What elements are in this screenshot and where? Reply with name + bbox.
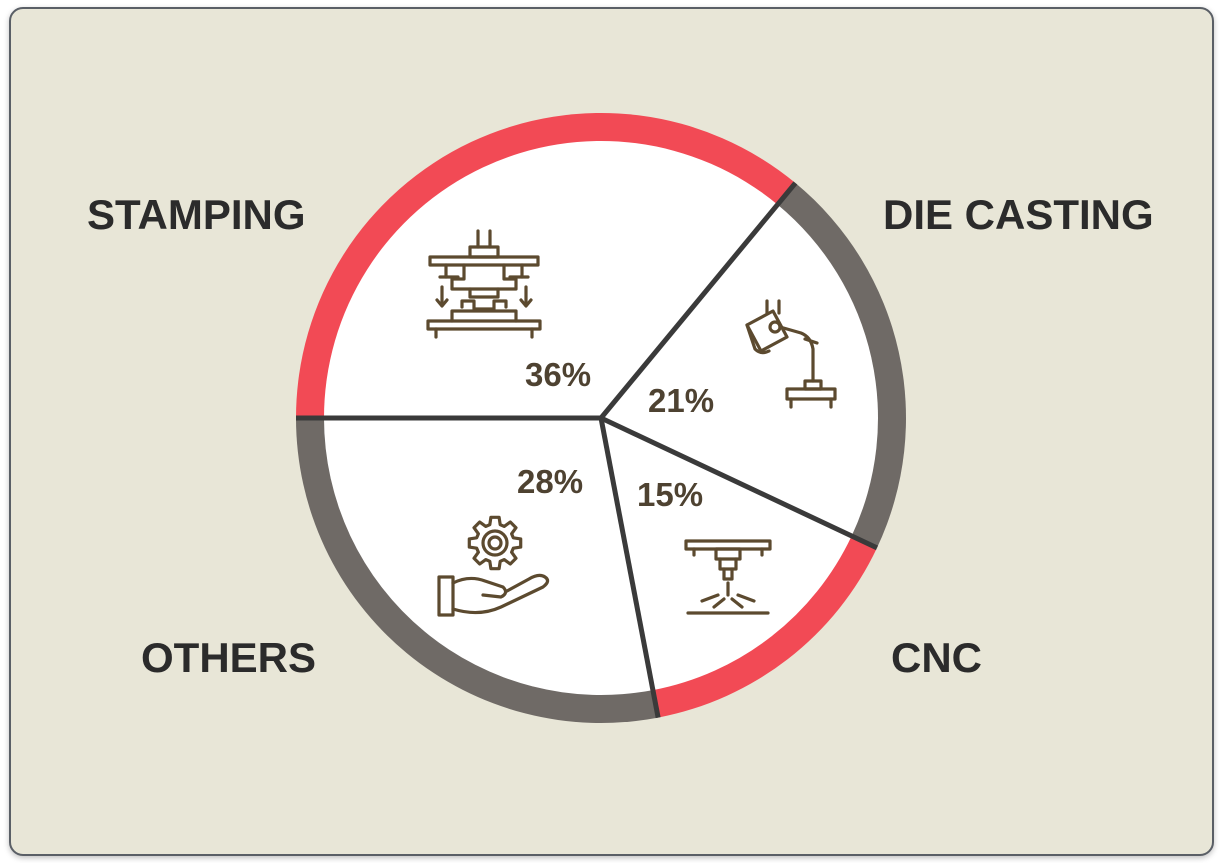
pie-slice-die-casting (601, 204, 879, 536)
value-label-others: 28% (517, 463, 583, 500)
category-label-stamping: STAMPING (87, 191, 306, 238)
slice-divider-2 (599, 181, 798, 420)
slice-layer (324, 141, 879, 695)
value-label-cnc: 15% (637, 476, 703, 513)
stamping-press-icon (426, 229, 542, 339)
category-label-die-casting: DIE CASTING (883, 191, 1154, 238)
chart-frame: STAMPING DIE CASTING CNC OTHERS 36% 21% … (9, 7, 1214, 856)
pie-chart: STAMPING DIE CASTING CNC OTHERS 36% 21% … (87, 113, 1154, 723)
pie-slice-others (324, 418, 653, 695)
pie-slice-cnc (601, 418, 852, 691)
category-label-others: OTHERS (141, 634, 316, 681)
cnc-laser-icon (684, 539, 772, 615)
slice-divider-3 (599, 415, 879, 551)
category-label-cnc: CNC (891, 634, 982, 681)
divider-layer (296, 181, 879, 719)
value-label-die-casting: 21% (648, 382, 714, 419)
label-layer: STAMPING DIE CASTING CNC OTHERS 36% 21% … (87, 191, 1154, 681)
value-label-stamping: 36% (525, 356, 591, 393)
gear-in-hand-icon (437, 515, 550, 617)
pie-slice-stamping (324, 141, 778, 418)
die-casting-ladle-icon (745, 299, 837, 409)
slice-divider-4 (598, 417, 661, 719)
